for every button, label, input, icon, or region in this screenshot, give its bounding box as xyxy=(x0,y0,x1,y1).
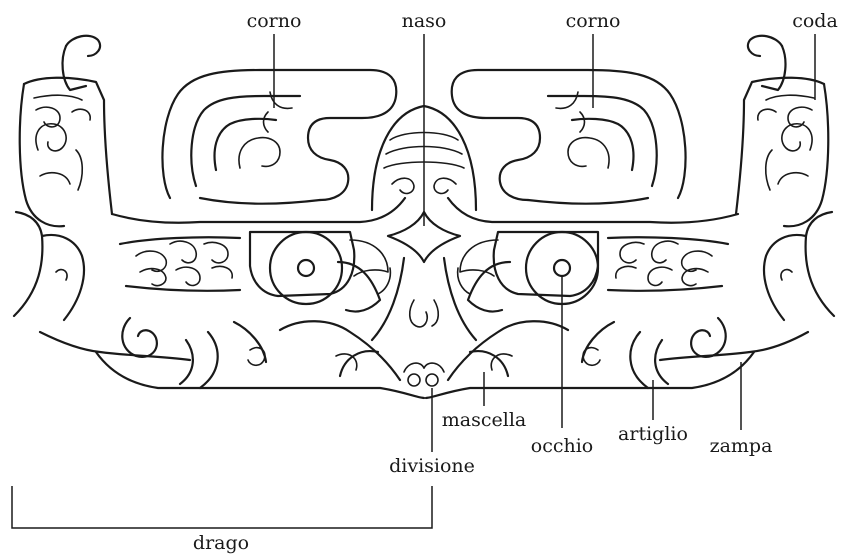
label-division: divisione xyxy=(389,455,475,477)
right-horn-shape xyxy=(452,70,686,204)
jaw-shapes xyxy=(280,321,568,380)
label-jaw: mascella xyxy=(442,409,526,431)
label-nose: naso xyxy=(402,10,447,32)
right-dragon-frame xyxy=(582,36,834,388)
left-eye-shape xyxy=(250,232,388,312)
dragon-bracket xyxy=(12,486,432,528)
leader-lines xyxy=(274,34,815,452)
label-dragon: drago xyxy=(193,532,249,554)
label-eye: occhio xyxy=(531,435,593,457)
left-body-scrolls xyxy=(120,237,240,291)
label-tail: coda xyxy=(792,10,838,32)
left-horn-shape xyxy=(162,70,396,204)
label-paw: zampa xyxy=(710,435,773,457)
label-horn-right: corno xyxy=(566,10,621,32)
left-dragon-frame xyxy=(14,36,266,388)
label-claw: artiglio xyxy=(618,423,688,445)
labels: corno naso corno coda mascella occhio ar… xyxy=(193,10,838,554)
label-horn-left: corno xyxy=(247,10,302,32)
right-eye-shape xyxy=(460,232,598,312)
central-face-shape xyxy=(372,258,476,386)
right-body-scrolls xyxy=(608,237,728,291)
